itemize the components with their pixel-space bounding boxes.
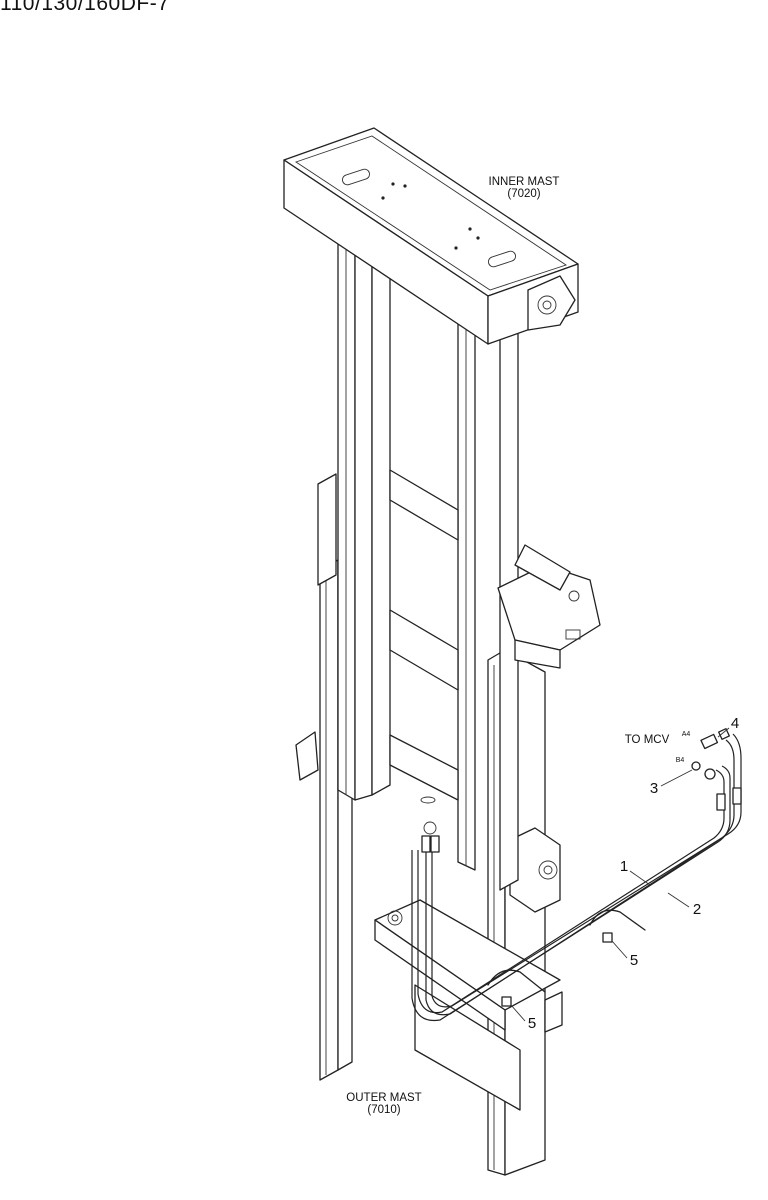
outer-mast-code: (7010) bbox=[367, 1104, 400, 1116]
callout-4: 4 bbox=[731, 715, 739, 732]
callout-1: 1 bbox=[620, 858, 628, 875]
inner-mast-label: INNER MAST (7020) bbox=[489, 176, 560, 200]
outer-mast-text: OUTER MAST bbox=[346, 1092, 421, 1104]
to-mcv-label: TO MCV bbox=[625, 734, 670, 746]
callout-5-lower: 5 bbox=[528, 1015, 536, 1032]
callout-2: 2 bbox=[693, 901, 701, 918]
inner-mast-text: INNER MAST bbox=[489, 176, 560, 188]
port-b4-label: B4 bbox=[676, 757, 685, 764]
port-a4-label: A4 bbox=[682, 731, 691, 738]
callout-5-upper: 5 bbox=[630, 952, 638, 969]
hose-assembly bbox=[411, 728, 742, 1022]
callout-3: 3 bbox=[650, 780, 658, 797]
model-code-header: 110/130/160DF-7 bbox=[0, 0, 170, 15]
outer-mast-label: OUTER MAST (7010) bbox=[346, 1092, 421, 1116]
inner-mast-code: (7020) bbox=[507, 188, 540, 200]
inner-mast bbox=[283, 127, 601, 891]
